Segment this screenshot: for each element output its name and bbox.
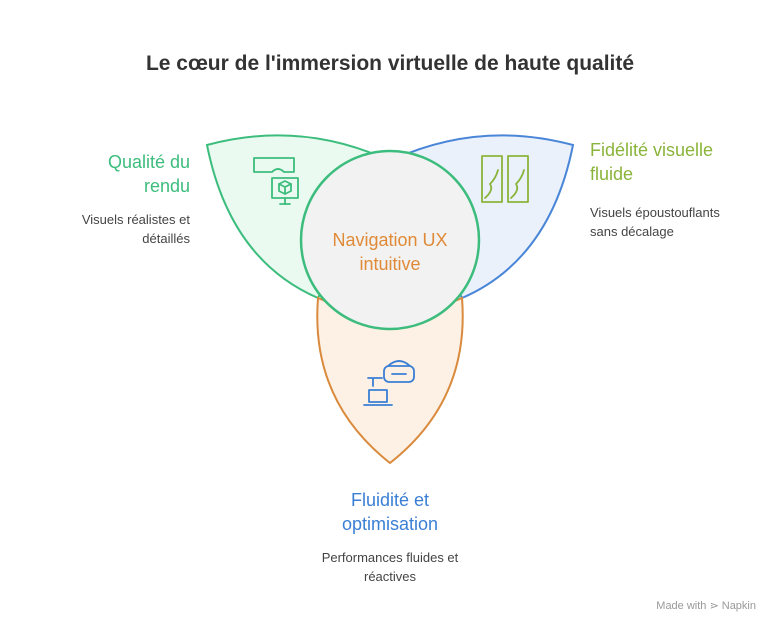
diagram-title: Le cœur de l'immersion virtuelle de haut… [145, 52, 635, 75]
left-petal-label: Qualité du rendu [107, 152, 190, 196]
vr-headset-cube-icon [253, 157, 299, 205]
parallel-screens-icon [481, 155, 529, 203]
bottom-petal-label: Fluidité et optimisation [341, 490, 439, 534]
center-circle [299, 149, 481, 331]
center-label: Navigation UX intuitive [332, 230, 448, 274]
napkin-watermark: Made with ⋗ Napkin [656, 600, 756, 612]
right-petal-description: Visuels époustouflants sans décalage [590, 205, 720, 239]
right-petal-label: Fidélité visuelle fluide [590, 140, 714, 184]
vr-laptop-icon [363, 360, 415, 406]
left-petal-description: Visuels réalistes et détaillés [81, 212, 190, 246]
bottom-petal-description: Performances fluides et réactives [321, 550, 459, 584]
